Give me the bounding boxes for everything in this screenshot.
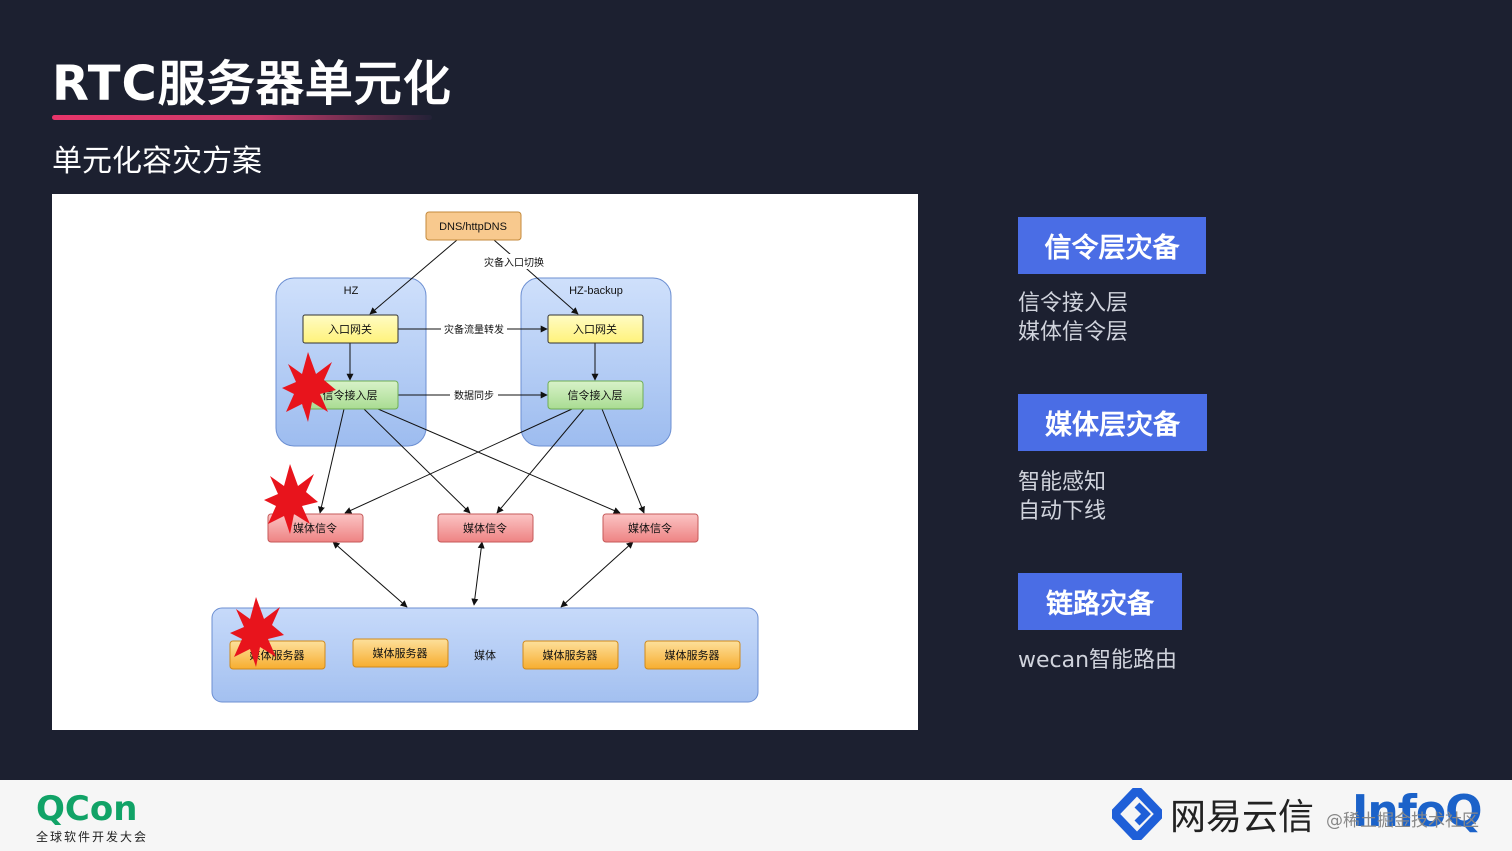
qcon-logo-name: QCon	[36, 789, 138, 829]
media-dr-desc: 智能感知 自动下线	[1018, 468, 1106, 526]
arrow-sl-left-to-ms3	[377, 408, 621, 514]
gateway-left	[302, 314, 399, 344]
link-dr-desc: wecan智能路由	[1018, 646, 1177, 675]
media-signal-2	[437, 513, 534, 543]
signal-dr-desc: 信令接入层 媒体信令层	[1018, 289, 1128, 347]
media-dr-desc-line-1: 智能感知	[1018, 470, 1107, 495]
arrow-sl-right-to-ms3	[601, 408, 645, 514]
arrow-dns-to-gateway-right	[493, 239, 579, 315]
arrow-ms1-pool	[332, 541, 408, 608]
arrow-dns-to-gateway-left	[369, 239, 458, 315]
arrow-sl-left-to-ms2	[363, 408, 471, 514]
title-underline	[52, 115, 432, 120]
media-signal-3	[602, 513, 699, 543]
arrow-sl-right-to-ms2	[496, 408, 585, 514]
infoq-logo: InfoQ	[1352, 786, 1482, 837]
qcon-logo: QCon 全球软件开发大会	[36, 790, 148, 845]
arrow-ms3-pool	[560, 541, 634, 608]
arrow-sl-left-to-ms1	[318, 408, 345, 514]
media-server-1-label: 媒体服务器	[250, 648, 305, 662]
gateway-right-label: 入口网关	[573, 322, 617, 336]
forward-label: 灾备流量转发	[444, 323, 504, 336]
media-dr-tag: 媒体层灾备	[1018, 394, 1207, 451]
zone-hz-backup-label: HZ-backup	[569, 285, 623, 297]
netease-diamond-icon	[1112, 788, 1162, 840]
diagram-canvas: HZ HZ-backup 灾备入口切换 灾备流量转发 数据同步	[211, 211, 759, 703]
arrow-sl-right-to-ms1	[344, 408, 573, 514]
link-dr-desc-line-1: wecan智能路由	[1018, 648, 1178, 673]
link-dr-tag: 链路灾备	[1018, 573, 1182, 630]
signal-dr-desc-line-2: 媒体信令层	[1018, 320, 1129, 345]
footer-bar: QCon 全球软件开发大会 网易云信 InfoQ @稀土掘金技术社区	[0, 780, 1512, 851]
netease-logo: 网易云信	[1112, 788, 1314, 840]
zone-hz-backup	[520, 277, 672, 447]
signal-dr-tag: 信令层灾备	[1018, 217, 1206, 274]
failure-burst-icon-signal	[282, 352, 336, 422]
gateway-right	[547, 314, 644, 344]
failure-burst-icon-media-signal	[264, 464, 318, 534]
netease-logo-name: 网易云信	[1170, 797, 1315, 838]
entry-switch-label: 灾备入口切换	[484, 256, 544, 269]
signal-right-label: 信令接入层	[568, 388, 623, 402]
media-server-4	[644, 640, 741, 670]
zone-hz	[275, 277, 427, 447]
media-pool	[211, 607, 759, 703]
dns-node	[425, 211, 522, 241]
signal-dr-desc-line-1: 信令接入层	[1018, 291, 1129, 316]
watermark-text: @稀土掘金技术社区	[1326, 811, 1479, 831]
media-server-3	[522, 640, 619, 670]
page-title: RTC服务器单元化	[52, 56, 452, 112]
media-dr-desc-line-2: 自动下线	[1018, 499, 1107, 524]
arrow-ms2-pool	[471, 541, 485, 606]
failure-burst-icon-media-server	[230, 597, 284, 667]
media-server-4-label: 媒体服务器	[665, 648, 720, 662]
qcon-logo-subtitle: 全球软件开发大会	[36, 830, 149, 844]
architecture-diagram: HZ HZ-backup 灾备入口切换 灾备流量转发 数据同步	[52, 194, 918, 730]
media-signal-2-label: 媒体信令	[463, 521, 507, 535]
signal-right	[547, 380, 644, 410]
media-signal-3-label: 媒体信令	[628, 521, 672, 535]
gateway-left-label: 入口网关	[328, 322, 372, 336]
dns-node-label: DNS/httpDNS	[439, 221, 507, 233]
signal-left-label: 信令接入层	[323, 388, 378, 402]
zone-hz-label: HZ	[344, 285, 359, 297]
media-server-3-label: 媒体服务器	[543, 648, 598, 662]
media-signal-1-label: 媒体信令	[293, 521, 337, 535]
media-server-2-label: 媒体服务器	[373, 646, 428, 660]
page-subtitle: 单元化容灾方案	[52, 144, 262, 179]
media-pool-label: 媒体	[474, 648, 496, 662]
sync-label: 数据同步	[454, 389, 494, 402]
media-server-2	[352, 638, 449, 668]
